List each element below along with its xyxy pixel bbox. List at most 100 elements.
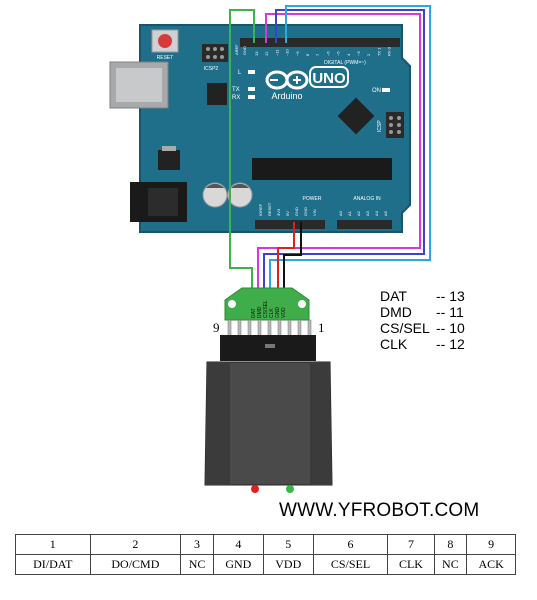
pin-map-row: DAT-- 13 [380, 288, 465, 304]
adapter-pin [237, 319, 242, 337]
pin-map-signal: CLK [380, 336, 408, 352]
on-label: ON [372, 88, 381, 94]
digital-pin-label: ~10 [285, 48, 290, 56]
pin-map-signal: DMD [380, 304, 412, 320]
pin-name-cell: NC [433, 554, 468, 575]
digital-pin-label: 4 [346, 53, 351, 56]
uno-label: UNO [312, 70, 346, 87]
adapter-pin [267, 319, 272, 337]
wire-lightblue-10 [269, 5, 431, 290]
digital-pin-label: 2 [366, 53, 371, 56]
icsp2-label: ICSP2 [204, 66, 219, 72]
power-label: POWER [303, 196, 322, 202]
pin-name-row: DI/DAT DO/CMD NC GND VDD CS/SEL CLK NC A… [15, 554, 516, 575]
digital-header [240, 38, 400, 47]
uno-badge [309, 66, 349, 88]
adapter-pin-label: DAT [251, 308, 257, 318]
capacitor-2 [227, 182, 253, 208]
reset-button [158, 34, 172, 48]
pin-9-label: 9 [213, 320, 220, 335]
pin-name-cell: VDD [262, 554, 314, 575]
led-l [248, 70, 255, 74]
adapter-pin [287, 319, 292, 337]
analog-pin-label: A4 [374, 210, 379, 216]
pin-number-cell: 5 [262, 534, 314, 555]
digital-pin-label: 12 [264, 51, 269, 56]
adapter-pin-label: DMD [257, 306, 263, 318]
digital-pin-label: 13 [254, 51, 259, 56]
wire-green-gnd [229, 9, 255, 290]
adapter-pin-label: CLK [269, 308, 275, 318]
pin-number-row: 1 2 3 4 5 6 7 8 9 [15, 534, 516, 555]
led-rx [248, 95, 255, 99]
pin-map-pin: -- 10 [436, 320, 465, 336]
wire-black-gnd [283, 222, 302, 290]
digital-pin-label: ~5 [336, 51, 341, 56]
wire-blue-11 [263, 9, 425, 290]
adapter-pin [277, 319, 282, 337]
pin-map-signal: DAT [380, 288, 407, 304]
usb-chip [207, 83, 227, 105]
brand-label: Arduino [271, 91, 302, 101]
led-red [251, 485, 259, 493]
connector-pin-table: 1 2 3 4 5 6 7 8 9 DI/DAT DO/CMD NC GND V… [15, 534, 516, 575]
analog-pin-label: A5 [383, 210, 388, 216]
capacitor-1 [202, 182, 228, 208]
pin-name-cell: DO/CMD [89, 554, 182, 575]
arduino-logo [265, 70, 309, 90]
regulator [158, 150, 180, 170]
aref-label: AREF [234, 44, 239, 55]
pin-number-cell: 2 [89, 534, 182, 555]
icsp2-header [202, 44, 228, 62]
pin-number-cell: 8 [433, 534, 468, 555]
ps2-receiver [204, 335, 333, 493]
power-pin-label: 5V [285, 211, 290, 216]
pin-map-signal: CS/SEL [380, 320, 430, 336]
icsp-label: ICSP [377, 120, 383, 132]
pin-map-pin: -- 12 [436, 336, 465, 352]
adapter-pin-label: CS/SEL [263, 300, 269, 318]
pin-map: DAT-- 13 DMD-- 11 CS/SEL -- 10 CLK -- 12 [380, 288, 465, 352]
digital-pin-label: TX 1 [376, 47, 381, 56]
digital-pin-label: RX 0 [387, 46, 392, 56]
icsp-header [386, 112, 404, 138]
tx-label: TX [232, 87, 240, 93]
power-pin-label: RESET [267, 202, 272, 216]
digital-label: DIGITAL (PWM=~) [324, 60, 366, 66]
pin-name-cell: GND [212, 554, 264, 575]
mount-hole-left [228, 300, 236, 308]
adapter-pin [247, 319, 252, 337]
adapter-pin-label: GND [275, 307, 281, 319]
adapter-pin [297, 319, 302, 337]
pin-name-cell: DI/DAT [15, 554, 91, 575]
power-pin-label: VIN [312, 209, 317, 216]
analog-pin-label: A0 [338, 210, 343, 216]
led-green [286, 485, 294, 493]
pin-1-label: 1 [318, 320, 325, 335]
wire-magenta-12 [257, 13, 421, 290]
digital-pin-label: 8 [305, 53, 310, 56]
pin-map-row: DMD-- 11 [380, 304, 465, 320]
pin-name-cell: NC [180, 554, 214, 575]
adapter-pin [227, 319, 232, 337]
power-pin-label: IOREF [258, 203, 263, 216]
wires [229, 5, 431, 290]
power-header [255, 220, 325, 229]
rx-label: RX [232, 95, 240, 101]
led-tx [248, 87, 255, 91]
pin-name-cell: CS/SEL [312, 554, 389, 575]
reset-label: RESET [157, 55, 174, 61]
adapter-pin [307, 319, 312, 337]
pin-name-cell: CLK [387, 554, 435, 575]
pin-number-cell: 3 [180, 534, 214, 555]
analog-pin-label: A3 [365, 210, 370, 216]
digital-pin-label: ~9 [295, 51, 300, 56]
pin-number-cell: 9 [466, 534, 516, 555]
adapter-pin-label: VDD [281, 307, 287, 318]
